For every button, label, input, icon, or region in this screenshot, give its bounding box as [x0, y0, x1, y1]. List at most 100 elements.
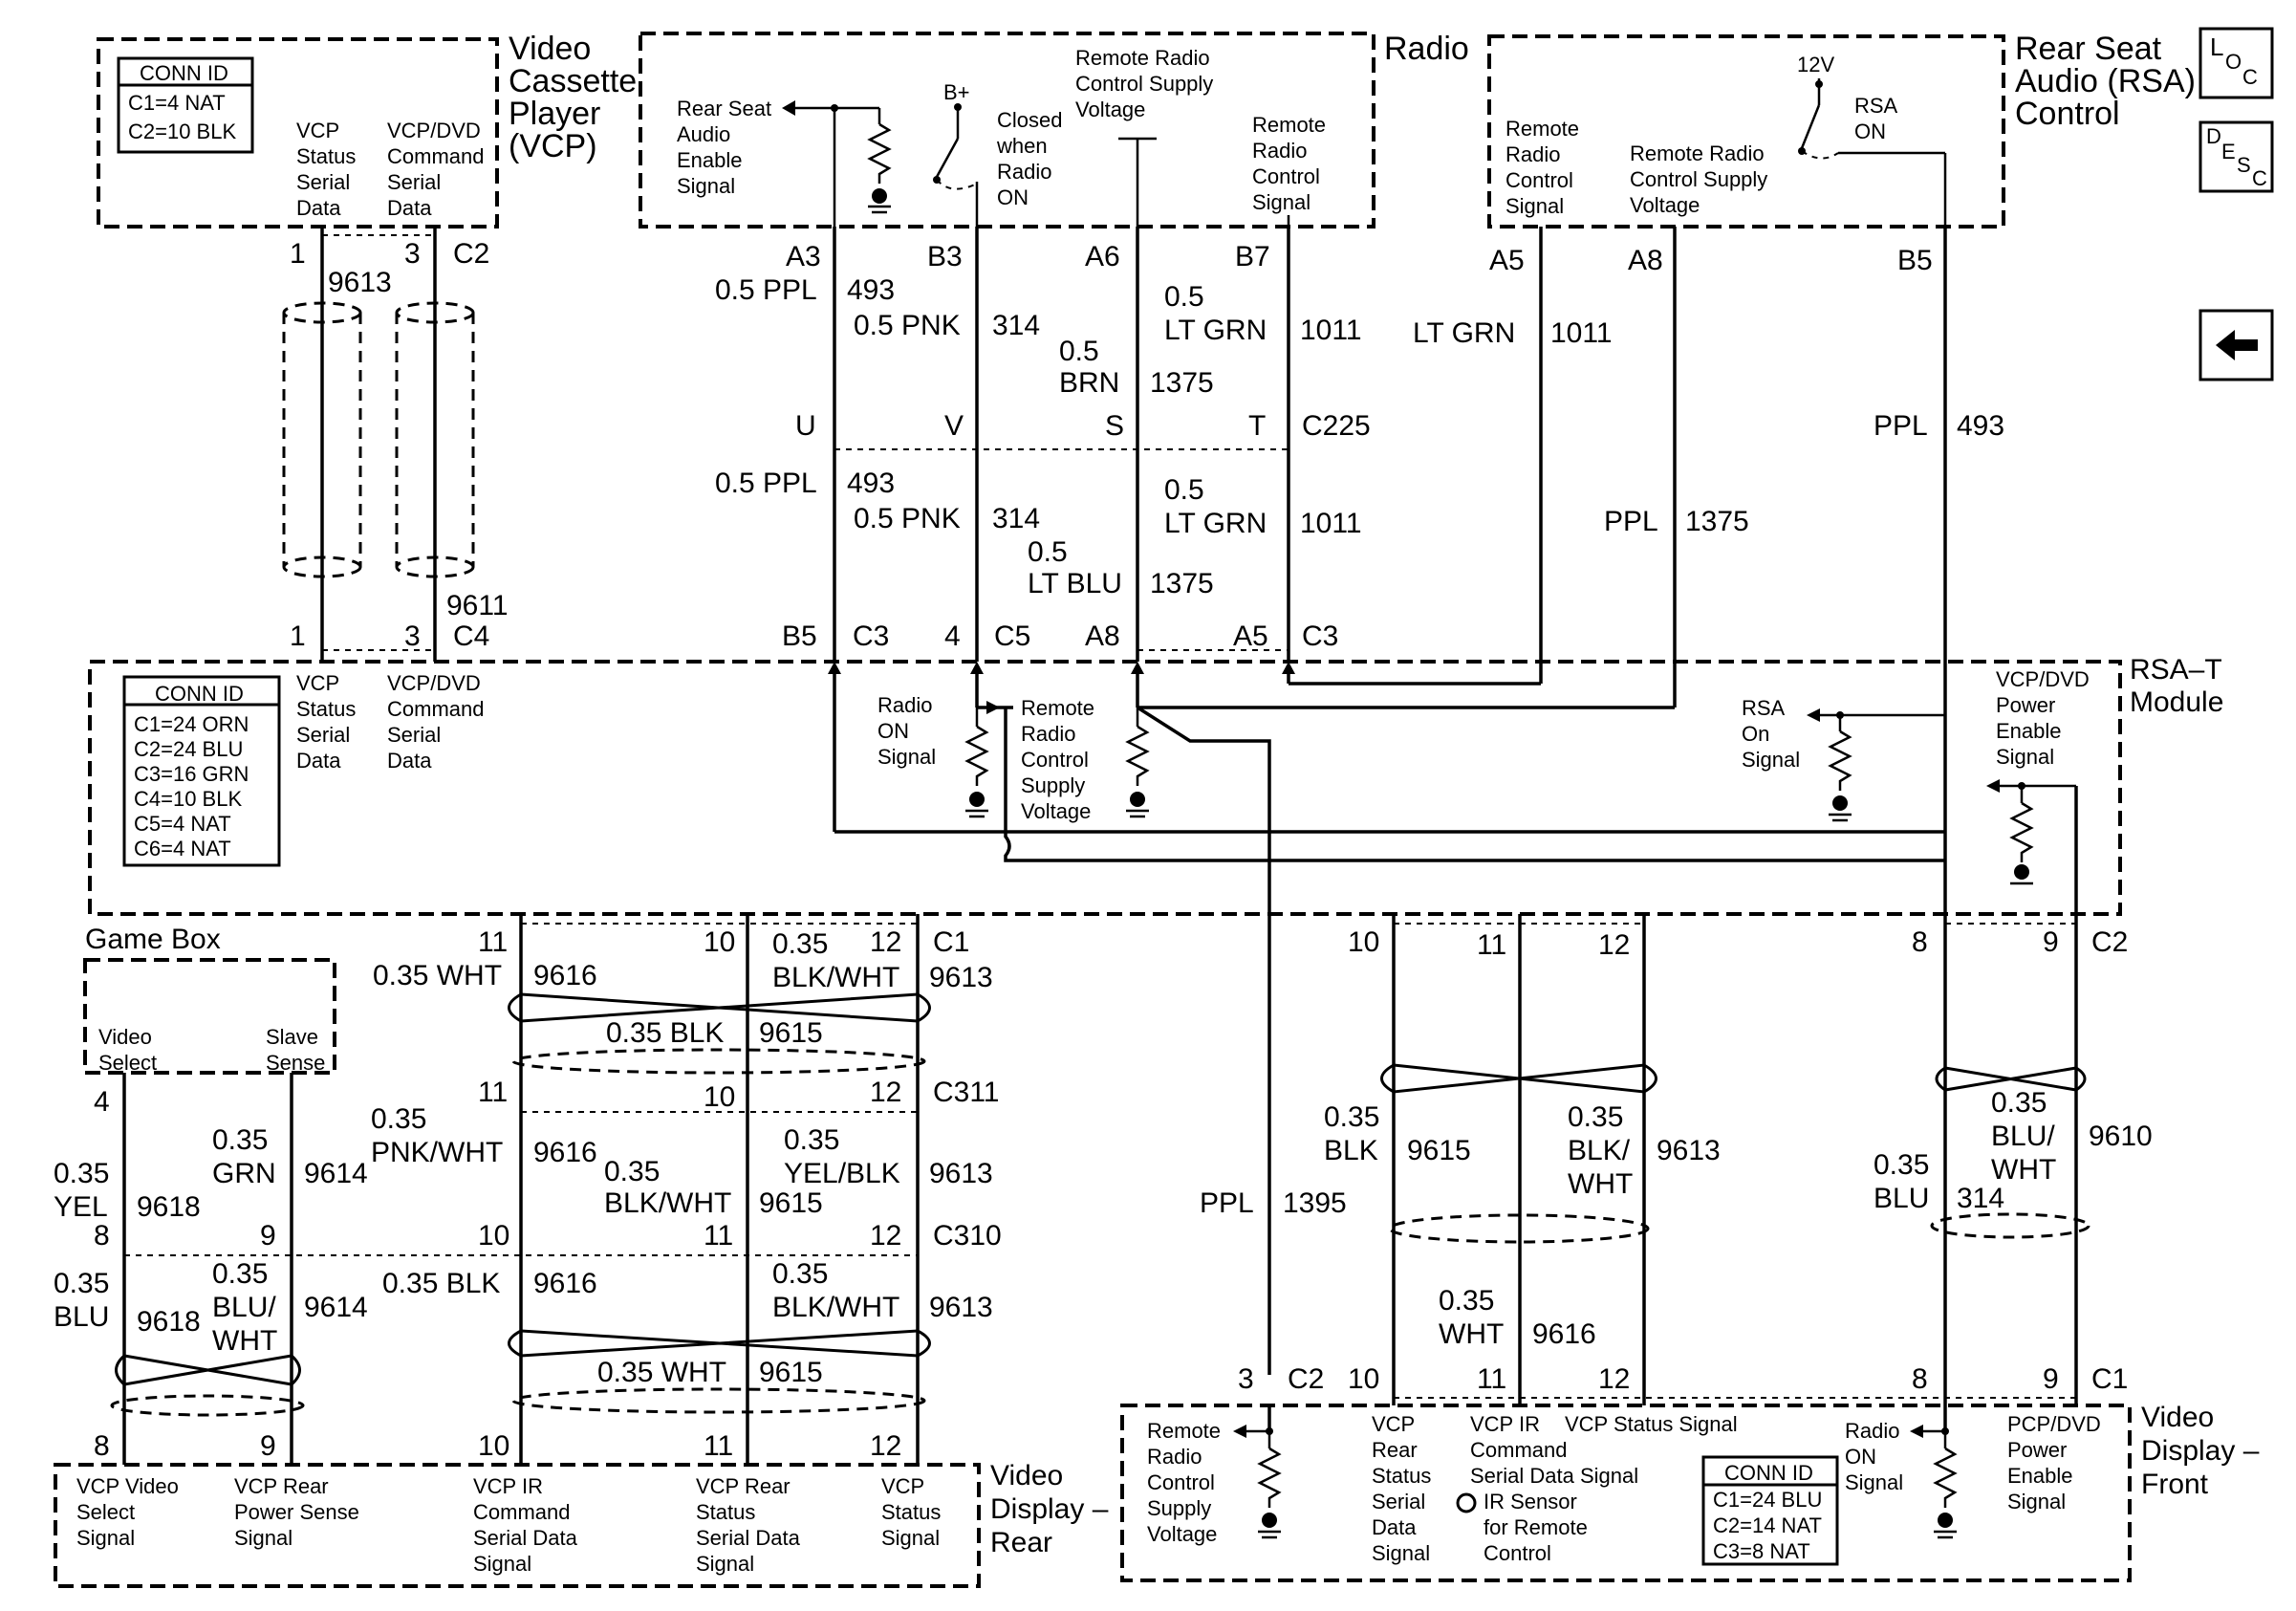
- wire-color: LT GRN: [1164, 508, 1267, 539]
- conn-id-header: CONN ID: [155, 682, 244, 706]
- rsa-remote-supply-label: Remote Radio Control Supply Voltage: [1630, 142, 1767, 217]
- vdfront-radio-on-label: Radio ON Signal: [1845, 1419, 1903, 1494]
- svg-text:Control: Control: [1505, 168, 1573, 192]
- circuit-number: 9613: [929, 1158, 993, 1189]
- svg-text:Supply: Supply: [1021, 773, 1085, 797]
- svg-text:Control: Control: [1252, 164, 1320, 188]
- vdfront-remote-supply-label: Remote Radio Control Supply Voltage: [1147, 1419, 1221, 1546]
- svg-text:VCP: VCP: [296, 119, 339, 142]
- rsa-component-box: [1487, 34, 2005, 229]
- pin-label: 3: [1238, 1363, 1254, 1395]
- circuit-number: 9613: [1657, 1135, 1721, 1166]
- wire-color: 0.35: [772, 928, 828, 960]
- circuit-number: 1395: [1283, 1187, 1347, 1219]
- wire-color: 0.35: [212, 1124, 268, 1156]
- wire-color: 0.35: [212, 1258, 268, 1290]
- svg-text:VCP/DVD: VCP/DVD: [387, 671, 481, 695]
- desc-icon[interactable]: D E S C: [2199, 120, 2274, 193]
- wire-color: BLK/WHT: [772, 962, 899, 993]
- svg-text:Signal: Signal: [677, 174, 735, 198]
- svg-text:Status: Status: [296, 144, 356, 168]
- circuit-number: 9616: [533, 960, 597, 991]
- rsat-title: RSA–T Module: [2130, 654, 2223, 718]
- wire-color: BLU: [1874, 1183, 1929, 1214]
- svg-text:Status: Status: [696, 1500, 755, 1524]
- svg-text:VCP: VCP: [296, 671, 339, 695]
- svg-text:Voltage: Voltage: [1147, 1522, 1217, 1546]
- vcp-conn-id-table: CONN ID C1=4 NAT C2=10 BLK: [117, 56, 254, 154]
- pin-label: U: [795, 410, 816, 442]
- remote-control-label: Remote Radio Control Signal: [1252, 113, 1326, 214]
- radio-component-box: [639, 32, 1375, 229]
- wire-color: 0.35: [784, 1124, 839, 1156]
- svg-text:RSA: RSA: [1742, 696, 1786, 720]
- svg-text:Radio: Radio: [1021, 722, 1075, 746]
- svg-text:Module: Module: [2130, 686, 2223, 718]
- wire-color: 0.5: [1059, 336, 1099, 367]
- video-display-front-box: [1120, 1404, 2132, 1582]
- circuit-number: 9615: [759, 1357, 823, 1388]
- pin-label: B7: [1235, 241, 1270, 272]
- circuit-number: 9610: [2089, 1121, 2153, 1152]
- pin-label: 8: [1912, 1363, 1928, 1395]
- svg-text:Rear Seat: Rear Seat: [677, 97, 771, 120]
- wire-color: WHT: [1991, 1154, 2056, 1186]
- svg-text:S: S: [2237, 153, 2251, 177]
- circuit-number: 9616: [533, 1137, 597, 1168]
- svg-text:(VCP): (VCP): [509, 128, 597, 164]
- pin-label: A8: [1085, 620, 1120, 652]
- svg-text:Sense: Sense: [266, 1051, 325, 1075]
- svg-text:Radio: Radio: [877, 693, 932, 717]
- pin-label: 12: [870, 1430, 901, 1462]
- connector-label: C2: [2091, 926, 2128, 958]
- pin-label: 9: [2043, 1363, 2059, 1395]
- circuit-number: 493: [847, 468, 895, 499]
- svg-text:Control: Control: [1484, 1541, 1551, 1565]
- pin-label: B5: [782, 620, 817, 652]
- vcp-command-label: VCP/DVD Command Serial Data: [387, 119, 484, 220]
- svg-text:O: O: [2225, 50, 2242, 74]
- wire-color: 0.35: [54, 1158, 109, 1189]
- svg-text:Video: Video: [98, 1025, 152, 1049]
- radio-title: Radio: [1384, 31, 1469, 67]
- vcp-shield: [282, 234, 475, 651]
- wire-color: LT BLU: [1028, 568, 1122, 599]
- connector-label: C3: [853, 620, 889, 652]
- svg-text:Serial: Serial: [296, 170, 350, 194]
- circuit-number: 1375: [1150, 568, 1214, 599]
- back-arrow-icon[interactable]: [2199, 309, 2274, 381]
- pin-label: 11: [478, 1077, 508, 1108]
- wire-color: BLU: [54, 1301, 109, 1333]
- pin-label: B3: [927, 241, 963, 272]
- resistor-icon: [2009, 801, 2034, 862]
- svg-text:E: E: [2221, 140, 2236, 163]
- pin-label: 8: [94, 1430, 110, 1462]
- conn-id-header: CONN ID: [140, 61, 228, 85]
- svg-text:Remote: Remote: [1021, 696, 1094, 720]
- svg-text:Serial: Serial: [387, 170, 441, 194]
- svg-text:Voltage: Voltage: [1021, 799, 1091, 823]
- svg-text:Data: Data: [387, 196, 432, 220]
- wire-color: LT GRN: [1413, 317, 1515, 349]
- vdfront-conn-id-table: CONN ID C1=24 BLU C2=14 NAT C3=8 NAT: [1701, 1455, 1839, 1566]
- circuit-number: 493: [847, 274, 895, 306]
- svg-text:Signal: Signal: [1996, 745, 2054, 769]
- circuit-number: 9611: [446, 590, 509, 621]
- pin-label: 10: [704, 926, 735, 958]
- svg-text:Audio (RSA): Audio (RSA): [2015, 63, 2196, 99]
- wire-color: 0.35: [371, 1103, 426, 1135]
- svg-text:Remote: Remote: [1147, 1419, 1221, 1443]
- loc-icon[interactable]: L O C: [2199, 27, 2274, 99]
- connector-label: C1: [933, 926, 969, 958]
- circuit-number: 1375: [1150, 367, 1214, 399]
- wire-color: 0.35: [772, 1258, 828, 1290]
- wire-color: PPL: [1604, 506, 1658, 537]
- pin-label: 10: [1348, 926, 1379, 958]
- conn-id-row: C1=4 NAT: [128, 91, 226, 115]
- svg-text:Rear: Rear: [990, 1527, 1052, 1558]
- ground-icon: [969, 792, 985, 807]
- rsat-conn-id-table: CONN ID C1=24 ORN C2=24 BLU C3=16 GRN C4…: [122, 675, 281, 867]
- pin-label: 10: [478, 1220, 509, 1252]
- video-display-rear-title: Video Display – Rear: [990, 1460, 1109, 1558]
- svg-text:Data: Data: [387, 749, 432, 773]
